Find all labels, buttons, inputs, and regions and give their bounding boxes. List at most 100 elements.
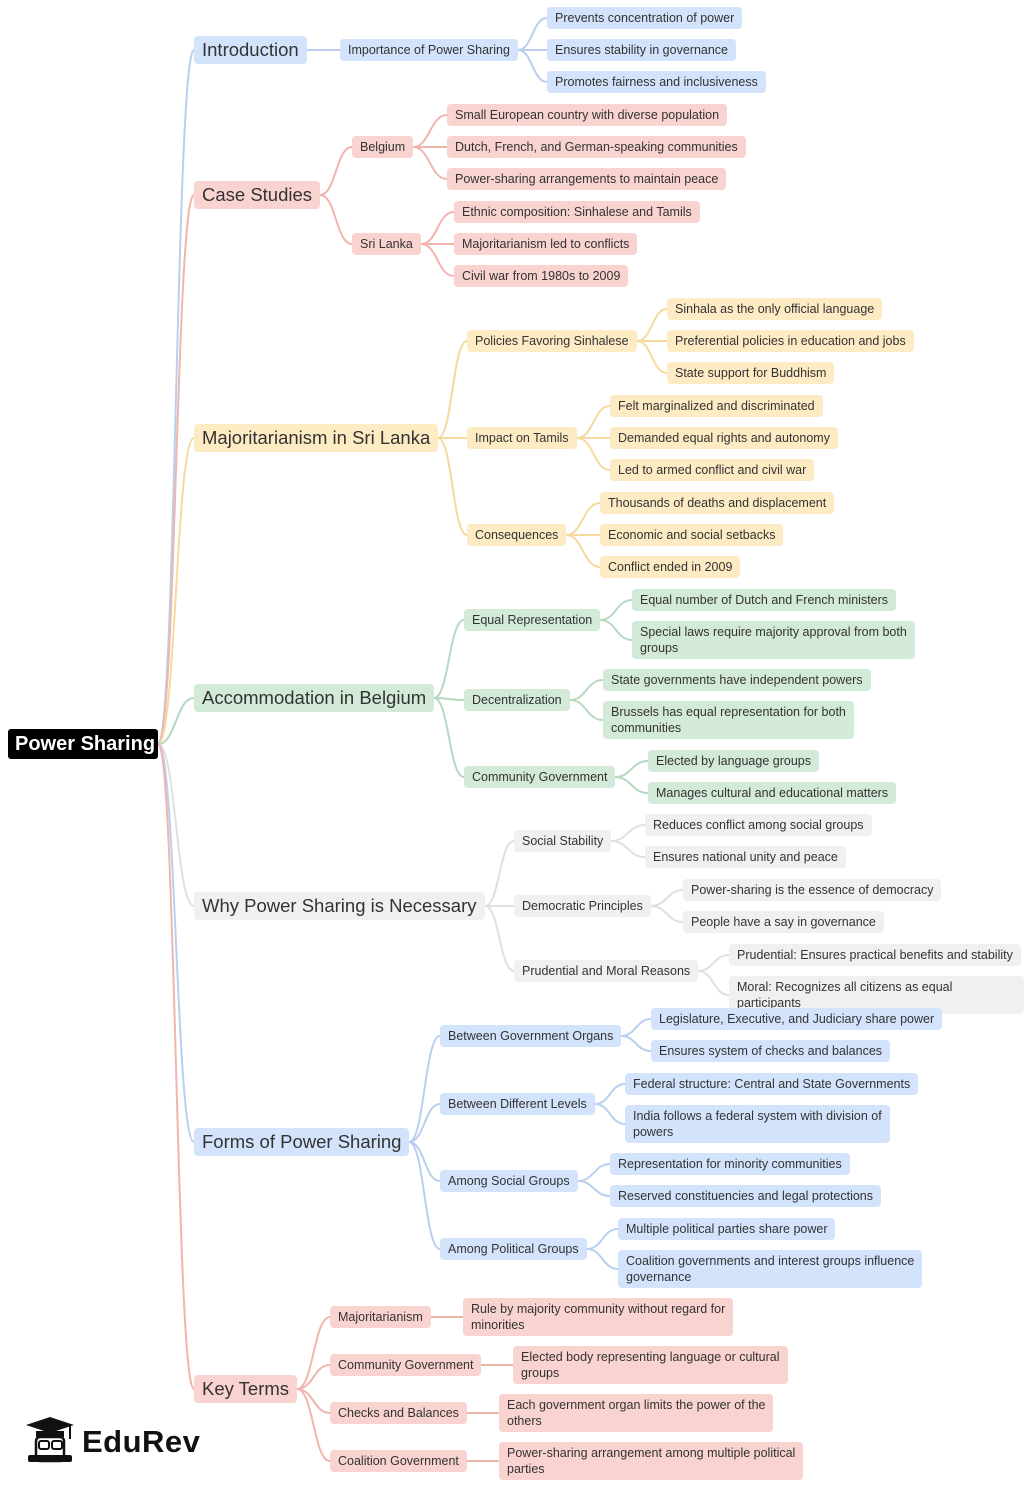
detail-item: Reduces conflict among social groups [645,814,872,836]
detail-item: Power-sharing arrangement among multiple… [499,1442,804,1480]
detail-item: Preferential policies in education and j… [667,330,914,352]
root-link [157,437,195,745]
detail-item: Rule by majority community without regar… [463,1298,734,1336]
detail-link [594,1083,626,1105]
detail-item: Each government organ limits the power o… [499,1394,774,1432]
detail-link [517,49,548,83]
detail-link [620,1018,652,1037]
detail-item: Manages cultural and educational matters [648,782,897,804]
branch-link [437,437,468,536]
detail-link [636,308,668,342]
topic-belgium: Belgium [352,136,414,158]
detail-item: Majoritarianism led to conflicts [454,233,638,255]
detail-item: People have a say in governance [683,911,884,933]
topic-coalition-government: Coalition Government [330,1450,467,1472]
detail-item: Conflict ended in 2009 [600,556,741,578]
topic-importance-of-power-sharing: Importance of Power Sharing [340,39,518,61]
branch-link [296,1364,331,1390]
detail-item: Brussels has equal representation for bo… [603,701,854,739]
topic-policies-favoring-sinhalese: Policies Favoring Sinhalese [467,330,637,352]
topic-prudential-and-moral-reasons: Prudential and Moral Reasons [514,960,699,982]
detail-link [569,699,604,721]
root-link [157,743,195,907]
topic-equal-representation: Equal Representation [464,609,601,631]
detail-link [610,840,646,858]
detail-link [577,1180,611,1197]
detail-item: Prevents concentration of power [547,7,743,29]
branch-link [433,697,465,778]
topic-impact-on-tamils: Impact on Tamils [467,427,577,449]
branch-link [433,619,465,699]
detail-item: Equal number of Dutch and French ministe… [632,589,897,611]
topic-consequences: Consequences [467,524,567,546]
branch-forms-of-power-sharing: Forms of Power Sharing [194,1128,410,1156]
detail-link [412,114,448,148]
detail-link [697,954,730,972]
detail-link [576,405,611,439]
branch-link [437,340,468,439]
detail-link [569,679,604,701]
detail-link [650,905,684,923]
branch-why-power-sharing-is-necessary: Why Power Sharing is Necessary [194,892,485,920]
detail-item: Ensures stability in governance [547,39,737,61]
root-link [157,49,195,745]
topic-between-government-organs: Between Government Organs [440,1025,622,1047]
detail-link [599,619,633,641]
detail-item: Elected body representing language or cu… [513,1346,788,1384]
detail-link [650,889,684,907]
detail-item: Ensures system of checks and balances [651,1040,891,1062]
detail-item: Civil war from 1980s to 2009 [454,265,629,287]
detail-link [576,437,611,471]
branch-link [484,840,515,907]
detail-link [614,760,649,778]
branch-link [319,194,353,245]
detail-item: State governments have independent power… [603,669,871,691]
detail-item: India follows a federal system with divi… [625,1105,890,1143]
detail-item: Demanded equal rights and autonomy [610,427,838,449]
root-link [157,743,195,1143]
detail-item: Elected by language groups [648,750,819,772]
detail-item: Ensures national unity and peace [645,846,846,868]
root-link [157,194,195,745]
topic-among-social-groups: Among Social Groups [440,1170,578,1192]
root-link [157,743,195,1390]
branch-majoritarianism-in-sri-lanka: Majoritarianism in Sri Lanka [194,424,439,452]
branch-case-studies: Case Studies [194,181,321,209]
detail-link [517,17,548,51]
detail-link [610,824,646,842]
branch-link [408,1035,441,1143]
detail-link [614,776,649,794]
detail-item: Small European country with diverse popu… [447,104,728,126]
edurev-logo-icon [26,1417,74,1463]
detail-item: Led to armed conflict and civil war [610,459,815,481]
branch-link [408,1141,441,1182]
detail-item: Coalition governments and interest group… [618,1250,923,1288]
detail-link [620,1035,652,1052]
branch-link [484,905,515,972]
topic-majoritarianism: Majoritarianism [330,1306,431,1328]
detail-link [565,502,601,536]
detail-item: Thousands of deaths and displacement [600,492,835,514]
topic-between-different-levels: Between Different Levels [440,1093,595,1115]
detail-link [565,534,601,568]
branch-key-terms: Key Terms [194,1375,298,1403]
detail-item: Multiple political parties share power [618,1218,836,1240]
detail-item: Felt marginalized and discriminated [610,395,823,417]
branch-link [408,1103,441,1143]
detail-item: State support for Buddhism [667,362,835,384]
branch-link [433,697,465,701]
detail-item: Promotes fairness and inclusiveness [547,71,766,93]
root-link [157,697,195,745]
branch-link [319,146,353,196]
detail-item: Dutch, French, and German-speaking commu… [447,136,746,158]
branch-accommodation-in-belgium: Accommodation in Belgium [194,684,435,712]
detail-item: Power-sharing arrangements to maintain p… [447,168,727,190]
detail-item: Reserved constituencies and legal protec… [610,1185,882,1207]
topic-sri-lanka: Sri Lanka [352,233,421,255]
detail-item: Representation for minority communities [610,1153,850,1175]
detail-link [420,211,455,245]
branch-introduction: Introduction [194,36,307,64]
branch-link [408,1141,441,1250]
detail-item: Federal structure: Central and State Gov… [625,1073,919,1095]
